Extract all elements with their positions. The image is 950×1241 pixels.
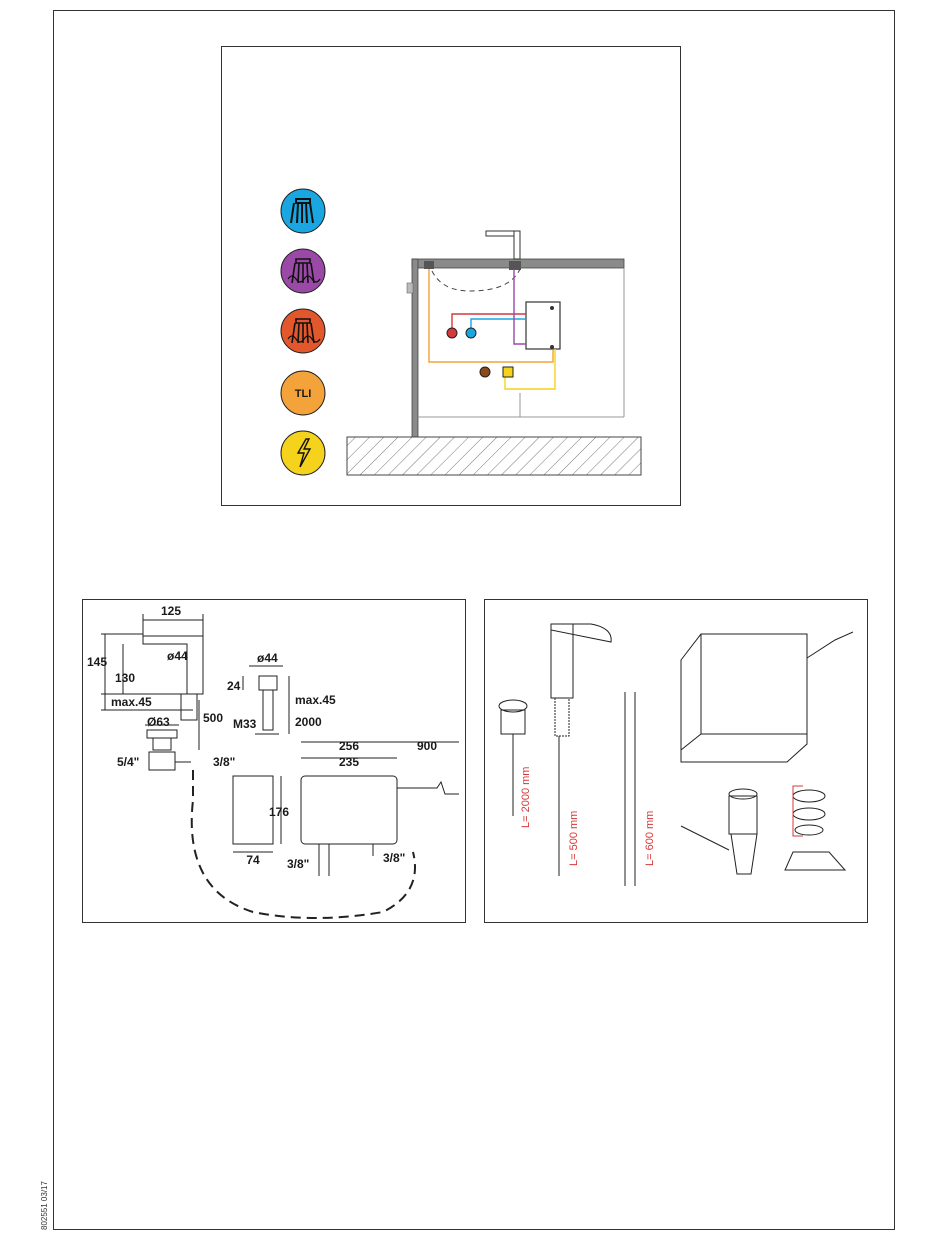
label-len-600: L= 600 mm: [644, 811, 656, 866]
dim-cable-len: 2000: [295, 715, 322, 729]
socket-icon: [503, 367, 513, 377]
dim-remote-dia: ø44: [257, 651, 278, 665]
cold-water-icon: [281, 189, 325, 233]
drain-connector-icon: [480, 367, 490, 377]
dim-spout-reach: 125: [161, 604, 181, 618]
dim-cable-out: 900: [417, 739, 437, 753]
dim-body-dia: ø44: [167, 649, 188, 663]
cold-valve-icon: [466, 328, 476, 338]
dim-box-w-outer: 256: [339, 739, 359, 753]
installation-diagram: TLI: [222, 47, 682, 507]
label-len-2000: L= 2000 mm: [520, 767, 532, 828]
dim-box-h: 176: [269, 805, 289, 819]
dim-waste-thread: 5/4": [117, 755, 139, 769]
control-box: [526, 302, 560, 349]
parts-drawing: L= 2000 mm L= 500 mm L= 600 mm: [485, 600, 869, 924]
dim-box-w-inner: 235: [339, 755, 359, 769]
hot-valve-icon: [447, 328, 457, 338]
dim-waste-dia: Ø63: [147, 715, 170, 729]
dim-height-outlet: 130: [115, 671, 135, 685]
dim-box-d: 74: [246, 853, 260, 867]
mixed-water-icon: [281, 249, 325, 293]
dimension-drawing-panel: 125 145 130 ø44 max.45 Ø63 5/4" 500 3/8"…: [82, 599, 466, 923]
cabinet: [407, 259, 624, 437]
parts-panel: L= 2000 mm L= 500 mm L= 600 mm: [484, 599, 868, 923]
label-len-500: L= 500 mm: [568, 811, 580, 866]
dim-remote-thread: M33: [233, 717, 257, 731]
dim-max-thickness: max.45: [111, 695, 152, 709]
dim-height-total: 145: [87, 655, 107, 669]
dim-remote-h: 24: [227, 679, 241, 693]
dim-hose-conn: 3/8": [213, 755, 235, 769]
document-code: 802551 03/17: [40, 1181, 49, 1230]
installation-diagram-panel: TLI: [221, 46, 681, 506]
electric-icon: [281, 431, 325, 475]
faucet-base: [181, 694, 197, 720]
dim-remote-max: max.45: [295, 693, 336, 707]
dim-conn-left: 3/8": [287, 857, 309, 871]
faucet-outline: [143, 636, 203, 694]
floor-slab: [347, 437, 641, 475]
hot-water-icon: [281, 309, 325, 353]
tli-label: TLI: [295, 388, 312, 400]
dim-hose-len: 500: [203, 711, 223, 725]
tli-icon: TLI: [281, 371, 325, 415]
dimension-drawing: 125 145 130 ø44 max.45 Ø63 5/4" 500 3/8"…: [83, 600, 467, 924]
dim-conn-right: 3/8": [383, 851, 405, 865]
